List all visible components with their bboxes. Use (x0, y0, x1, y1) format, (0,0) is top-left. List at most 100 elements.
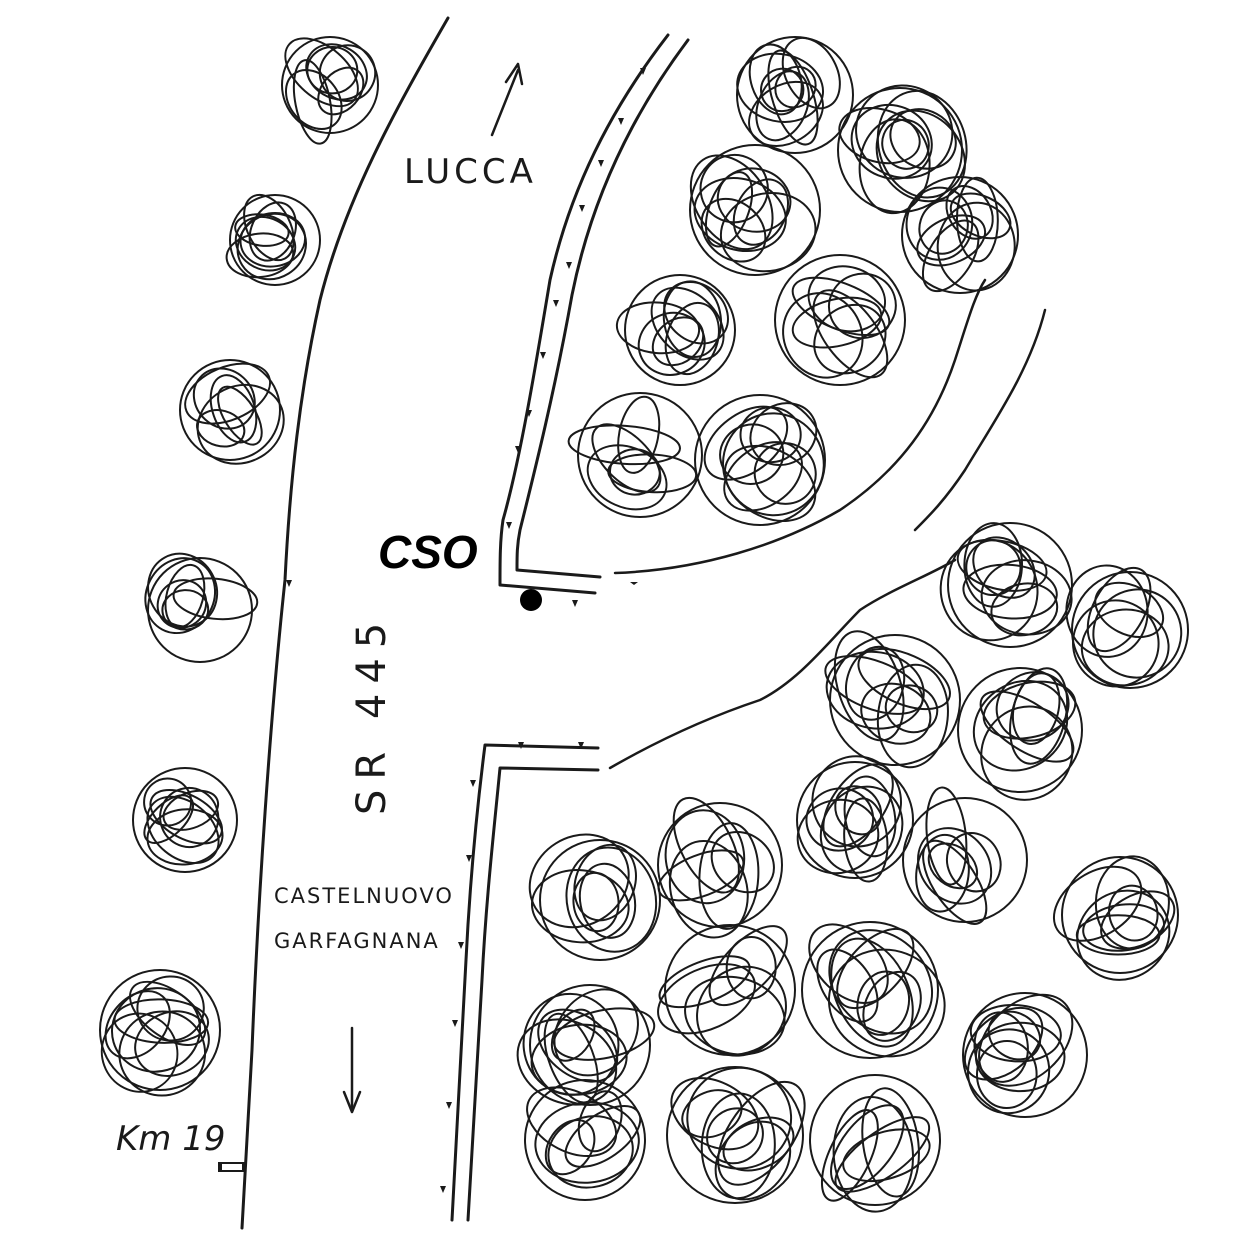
tree-outline (624, 274, 736, 386)
south-arrow (342, 1026, 362, 1114)
tree-scribble (706, 1107, 764, 1165)
km-marker-post (218, 1162, 246, 1172)
tree-scribble (567, 424, 681, 466)
tree-scribble (973, 1011, 1029, 1083)
tree-cluster (657, 796, 783, 939)
north-forest-inner-boundary (613, 278, 987, 575)
tree-outline (774, 254, 906, 386)
tree-scribble (975, 1040, 1038, 1109)
tree-scribble (681, 1089, 743, 1139)
tree-cluster (774, 254, 906, 386)
tree-cluster (957, 667, 1083, 801)
tree-outline (281, 36, 379, 134)
tree-scribble (663, 280, 729, 345)
tree-outline (539, 839, 661, 961)
tree-scribble (722, 412, 825, 517)
tree-scribble (537, 1008, 619, 1083)
curb-hatching (286, 68, 646, 1193)
tree-outline (1071, 571, 1189, 689)
tree-scribble (522, 992, 620, 1096)
tree-cluster (736, 36, 854, 154)
tree-scribble (843, 797, 889, 883)
tree-scribble (172, 577, 259, 621)
tree-scribble (828, 272, 897, 340)
tree-scribble (617, 395, 661, 474)
tree-scribble (292, 59, 333, 145)
tree-cluster (801, 921, 946, 1059)
tree-scribble (857, 647, 951, 711)
tree-scribble (700, 197, 767, 263)
tree-scribble (813, 303, 887, 375)
tree-scribble (915, 833, 970, 913)
tree-scribble (650, 286, 725, 361)
tree-scribble (749, 402, 818, 466)
tree-scribble (830, 937, 914, 1048)
tree-scribble (876, 89, 968, 199)
tree-cluster (689, 144, 821, 276)
tree-scribble (884, 684, 939, 734)
tree-scribble (905, 186, 974, 261)
north-forest-outer-boundary (913, 308, 1047, 532)
tree-outline (962, 992, 1088, 1118)
tree-cluster (657, 924, 796, 1057)
trees (99, 36, 1189, 1213)
label-lucca: LUCCA (404, 152, 537, 192)
tree-scribble (672, 796, 740, 894)
tree-scribble (526, 1086, 618, 1158)
label-castelnuovo: CASTELNUOVO (274, 884, 454, 908)
north-arrow (490, 62, 524, 137)
road-west-edge (240, 16, 450, 1230)
tree-scribble (722, 1116, 795, 1172)
tree-scribble (284, 37, 359, 108)
tree-scribble (156, 579, 208, 629)
tree-scribble (966, 1028, 1051, 1115)
tree-cluster (796, 755, 914, 883)
tree-scribble (767, 49, 819, 146)
tree-scribble (516, 1018, 618, 1106)
tree-scribble (955, 176, 999, 263)
tree-scribble (565, 846, 658, 953)
tree-scribble (753, 442, 817, 505)
tree-outline (99, 969, 221, 1091)
label-cso: CSO (378, 526, 478, 578)
tree-outline (837, 87, 963, 213)
tree-scribble (670, 1077, 760, 1151)
tree-scribble (664, 301, 720, 376)
label-garfagnana: GARFAGNANA (274, 929, 440, 953)
tree-scribble (248, 201, 297, 262)
tree-scribble (147, 552, 219, 628)
tree-scribble (149, 788, 223, 845)
tree-scribble (956, 539, 1048, 592)
tree-scribble (917, 827, 993, 905)
tree-scribble (969, 1003, 1062, 1063)
tree-outline (801, 921, 939, 1059)
tree-scribble (995, 671, 1070, 742)
tree-outline (809, 1074, 941, 1206)
tree-scribble (1080, 608, 1170, 687)
tree-cluster (144, 552, 259, 663)
tree-scribble (927, 842, 979, 890)
road-east-edge-north (498, 33, 670, 595)
tree-cluster (824, 630, 961, 769)
tree-scribble (196, 383, 285, 465)
tree-scribble (732, 178, 789, 246)
tree-scribble (684, 975, 786, 1056)
tree-scribble (736, 52, 825, 123)
tree-scribble (782, 292, 864, 379)
tree-scribble (833, 630, 905, 742)
tree-scribble (234, 215, 297, 272)
location-dot (520, 589, 542, 611)
tree-cluster (179, 359, 285, 465)
tree-outline (529, 984, 651, 1106)
tree-scribble (710, 830, 775, 894)
tree-scribble (918, 199, 969, 255)
tree-scribble (547, 1115, 634, 1189)
tree-outline (694, 394, 826, 526)
tree-outline (689, 144, 821, 276)
tree-scribble (723, 441, 803, 512)
tree-scribble (577, 1090, 623, 1153)
tree-cluster (1065, 564, 1189, 689)
forest-boundaries (608, 278, 1047, 770)
tree-scribble (184, 362, 272, 425)
